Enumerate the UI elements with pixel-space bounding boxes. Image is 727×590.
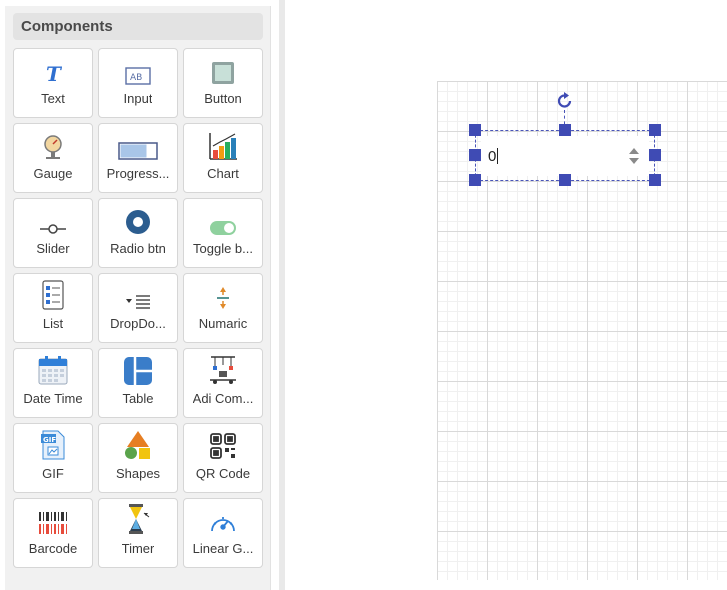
component-tile-button[interactable]: Button	[183, 48, 263, 118]
rotation-guide-line	[564, 110, 565, 130]
resize-handle-bottom[interactable]	[559, 174, 571, 186]
component-tile-barcode[interactable]: Barcode	[13, 498, 93, 568]
slider-icon	[14, 199, 92, 239]
component-tile-qr-code[interactable]: QR Code	[183, 423, 263, 493]
timer-icon	[99, 499, 177, 539]
component-tile-linear-gauge[interactable]: Linear G...	[183, 498, 263, 568]
chart-icon	[184, 124, 262, 164]
component-tile-text[interactable]: T Text	[13, 48, 93, 118]
dropdown-icon	[99, 274, 177, 314]
numeric-stepper-icon[interactable]	[628, 147, 640, 165]
component-tile-toggle[interactable]: Toggle b...	[183, 198, 263, 268]
gif-icon: GIF	[14, 424, 92, 464]
component-tile-adi-component[interactable]: Adi Com...	[183, 348, 263, 418]
component-tile-chart[interactable]: Chart	[183, 123, 263, 193]
svg-text:AB: AB	[130, 73, 142, 83]
text-caret	[497, 148, 499, 164]
tile-label: Shapes	[115, 466, 161, 481]
toggle-icon	[184, 199, 262, 239]
component-tile-datetime[interactable]: Date Time	[13, 348, 93, 418]
resize-handle-top[interactable]	[559, 124, 571, 136]
component-tile-list[interactable]: List	[13, 273, 93, 343]
tile-label: Chart	[207, 166, 239, 181]
button-icon	[184, 49, 262, 89]
svg-text:GIF: GIF	[43, 436, 56, 444]
component-tile-dropdown[interactable]: DropDo...	[98, 273, 178, 343]
input-icon: AB	[99, 49, 177, 89]
tile-label: Text	[41, 91, 65, 106]
component-tile-table[interactable]: Table	[98, 348, 178, 418]
tile-label: GIF	[42, 466, 64, 481]
progress-icon	[99, 124, 177, 164]
svg-text:T: T	[46, 63, 62, 85]
numeric-value: 0	[488, 147, 497, 165]
tile-label: Adi Com...	[192, 391, 254, 406]
resize-handle-top-right[interactable]	[649, 124, 661, 136]
components-grid: T Text AB Input Button	[13, 48, 264, 568]
tile-label: List	[42, 316, 64, 331]
components-panel-title: Components	[13, 13, 263, 40]
component-tile-slider[interactable]: Slider	[13, 198, 93, 268]
numeric-icon	[184, 274, 262, 314]
tile-label: Gauge	[33, 166, 73, 181]
tile-label: Date Time	[23, 391, 83, 406]
barcode-icon	[14, 499, 92, 539]
gauge-icon	[14, 124, 92, 164]
list-icon	[14, 274, 92, 314]
resize-handle-left[interactable]	[469, 149, 481, 161]
calendar-icon	[14, 349, 92, 389]
qr-code-icon	[184, 424, 262, 464]
component-tile-progress[interactable]: Progress...	[98, 123, 178, 193]
resize-handle-bottom-left[interactable]	[469, 174, 481, 186]
tile-label: Table	[122, 391, 154, 406]
linear-gauge-icon	[184, 499, 262, 539]
component-tile-gauge[interactable]: Gauge	[13, 123, 93, 193]
numeric-input-widget[interactable]: 0	[481, 136, 649, 176]
tile-label: Numaric	[198, 316, 248, 331]
component-tile-timer[interactable]: Timer	[98, 498, 178, 568]
tile-label: Slider	[36, 241, 70, 256]
resize-handle-right[interactable]	[649, 149, 661, 161]
tile-label: QR Code	[195, 466, 251, 481]
component-tile-input[interactable]: AB Input	[98, 48, 178, 118]
component-tile-shapes[interactable]: Shapes	[98, 423, 178, 493]
tile-label: Input	[123, 91, 153, 106]
radio-icon	[99, 199, 177, 239]
component-tile-radio[interactable]: Radio btn	[98, 198, 178, 268]
component-tile-numeric[interactable]: Numaric	[183, 273, 263, 343]
table-icon	[99, 349, 177, 389]
text-icon: T	[14, 49, 92, 89]
tile-label: DropDo...	[110, 316, 166, 331]
tile-label: Progress...	[106, 166, 170, 181]
tile-label: Button	[204, 91, 242, 106]
tile-label: Linear G...	[192, 541, 254, 556]
components-panel: Components T Text AB Input Bu	[5, 6, 271, 590]
adi-component-icon	[184, 349, 262, 389]
shapes-icon	[99, 424, 177, 464]
tile-label: Timer	[121, 541, 155, 556]
tile-label: Toggle b...	[193, 241, 253, 256]
panel-splitter[interactable]	[279, 0, 285, 590]
rotate-handle-icon[interactable]	[556, 92, 574, 110]
tile-label: Barcode	[28, 541, 78, 556]
resize-handle-bottom-right[interactable]	[649, 174, 661, 186]
tile-label: Radio btn	[110, 241, 166, 256]
component-tile-gif[interactable]: GIF GIF	[13, 423, 93, 493]
resize-handle-top-left[interactable]	[469, 124, 481, 136]
